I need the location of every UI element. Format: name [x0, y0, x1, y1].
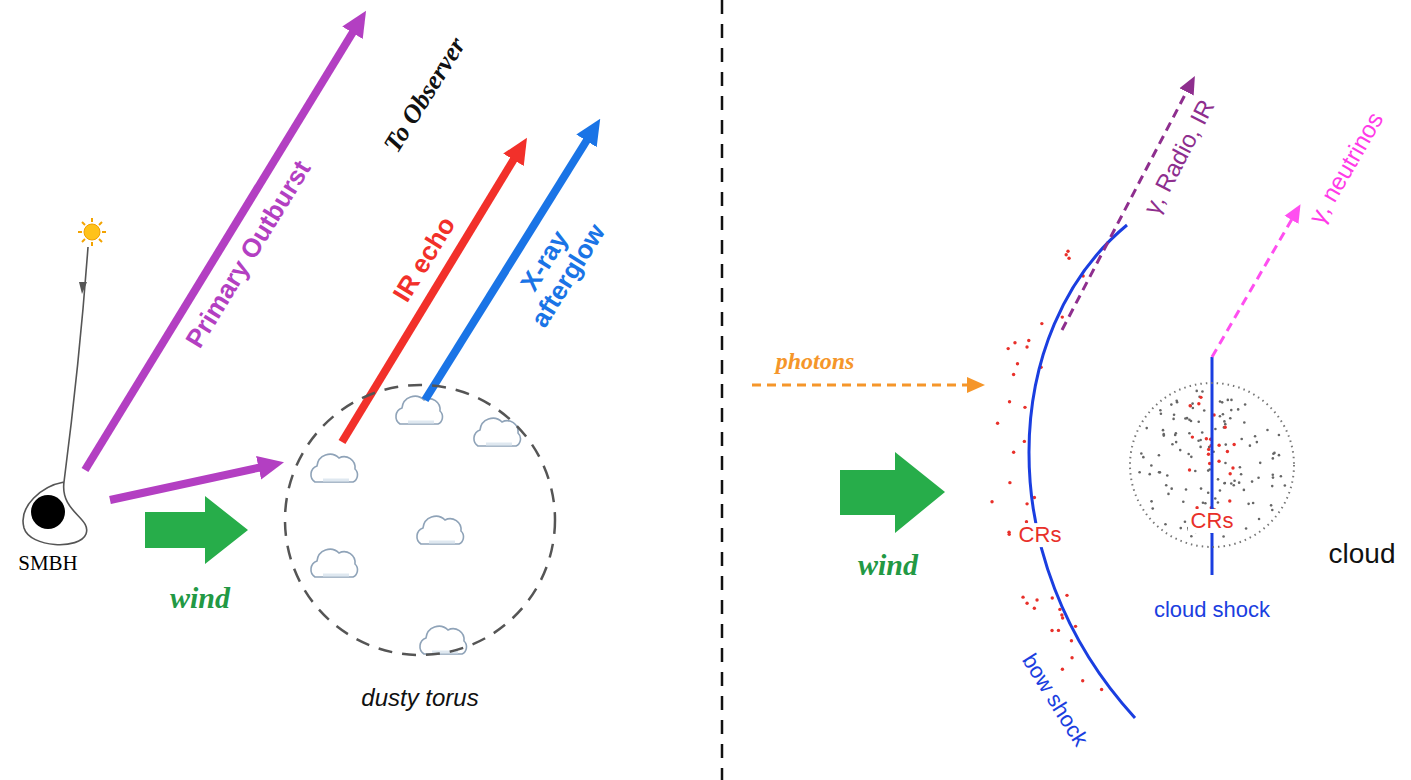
panel-separator: [721, 0, 724, 780]
trajectory-arrowhead: [79, 282, 87, 294]
torus-outline: [285, 385, 555, 655]
star-icon: [78, 218, 106, 246]
stellar-trajectory: [23, 247, 88, 545]
node-label: SMBH: [18, 552, 78, 575]
photons-arrow: [752, 384, 968, 387]
outburst-connector: [110, 468, 260, 500]
bow-shock-curve: [1029, 225, 1135, 718]
outburst-label: Primary Outburst: [180, 156, 316, 353]
wind-label: wind: [858, 549, 918, 581]
wind-arrow: [840, 452, 945, 533]
wind-arrow: [145, 496, 248, 564]
outburst-arrow: [85, 32, 353, 470]
emission-label: γ, neutrinos: [1304, 108, 1388, 228]
node-label: cloud: [1329, 539, 1396, 570]
node-label: dusty torus: [361, 685, 478, 711]
photons-label: photons: [776, 349, 855, 375]
cloud-shock-label: cloud shock: [1154, 598, 1270, 622]
radio-ir-arrow: [1062, 91, 1187, 330]
cloud-shock-line: [1211, 357, 1214, 575]
black-hole: SMBH: [10, 490, 110, 580]
emission-label: γ, Radio, IR: [1139, 95, 1220, 218]
cosmic-rays-label: CRs: [1016, 523, 1065, 547]
dusty-torus: dusty torus: [285, 385, 555, 720]
node-shape: [285, 385, 555, 720]
neutrino-arrow: [1212, 219, 1292, 357]
gas-cloud: CRs cloud: [1130, 383, 1400, 573]
bow-shock-label: bow shock: [1017, 650, 1092, 751]
wind-label: wind: [170, 582, 230, 614]
cosmic-ray-dots: [990, 249, 1286, 691]
cloud-outline: [1130, 383, 1294, 547]
xray-label: X-ray afterglow: [495, 194, 617, 342]
observer-label: To Observer: [379, 33, 472, 158]
black-hole-symbol: [31, 495, 65, 529]
cosmic-rays-label: CRs: [1188, 509, 1237, 533]
